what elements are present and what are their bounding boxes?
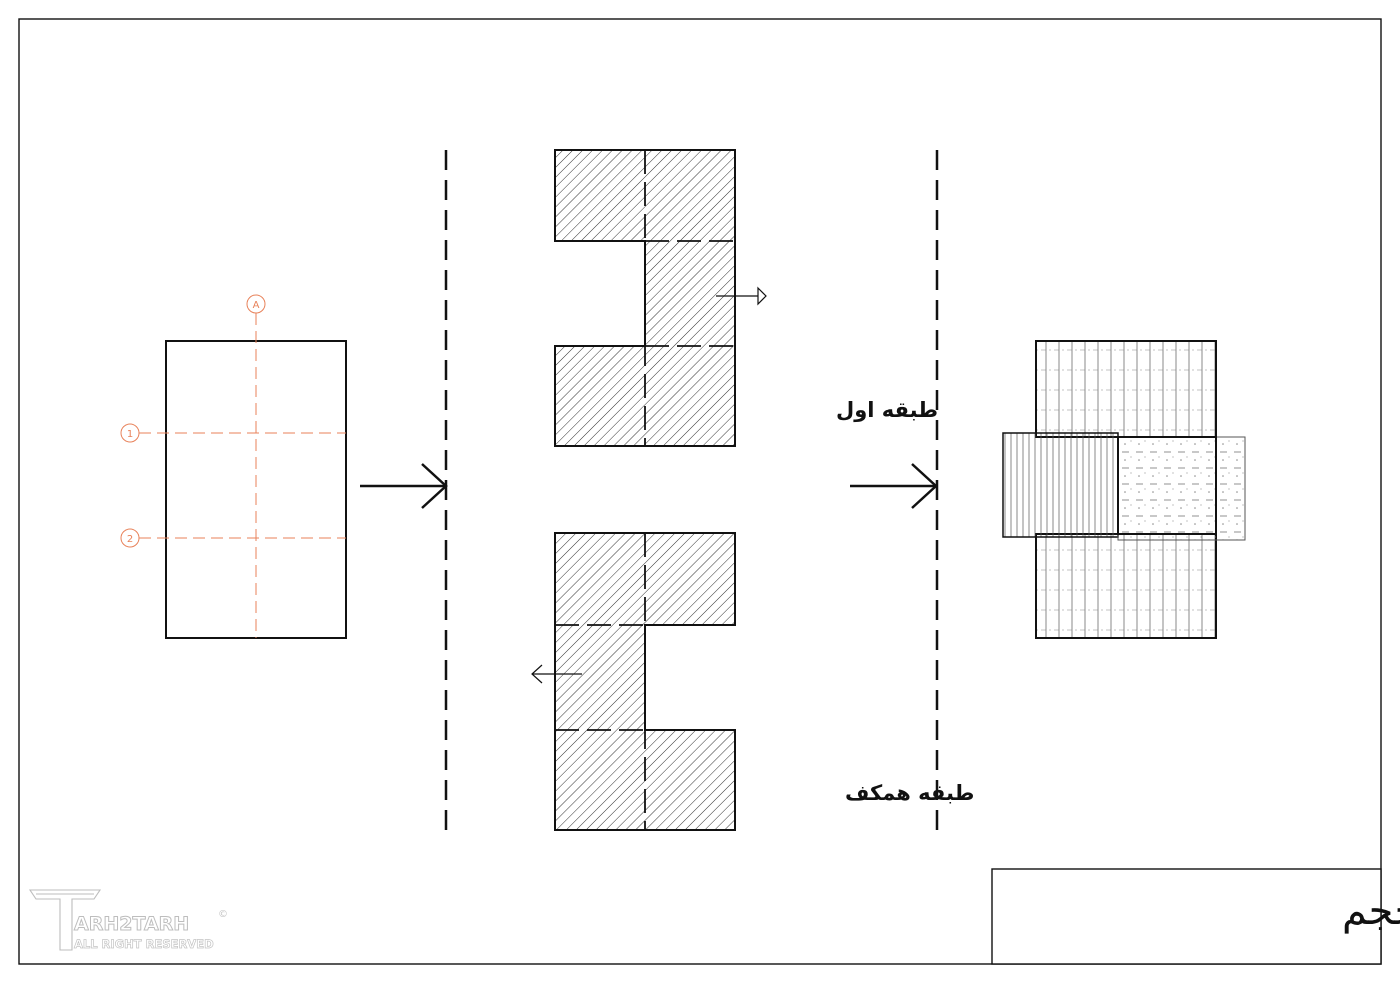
grid-bubble-2: 2 <box>120 528 140 548</box>
first-floor-label: طبقه اول <box>836 398 938 422</box>
process-arrow-1 <box>360 463 448 509</box>
grid-label-a: A <box>253 300 260 311</box>
massing-top-block <box>1035 340 1217 438</box>
shift-left-arrow <box>531 664 582 684</box>
logo-tagline: ALL RIGHT RESERVED <box>74 937 214 951</box>
grid-bubble-a: A <box>246 294 266 314</box>
stage-base-rectangle: A 1 2 <box>120 294 347 639</box>
massing-right-wing <box>1117 436 1246 541</box>
t-pillar-icon <box>28 889 102 951</box>
ground-floor-label: طبقه همکف <box>845 781 974 805</box>
sheet-border <box>18 18 1382 965</box>
first-floor-plan <box>554 149 767 447</box>
ground-floor-plan <box>531 532 736 831</box>
shift-right-arrow <box>716 286 767 306</box>
final-massing-plan <box>1002 340 1246 639</box>
logo-name: ARH2TARH <box>74 913 189 935</box>
massing-left-wing <box>1002 432 1119 538</box>
grid-label-1: 1 <box>127 429 133 440</box>
company-logo: ARH2TARH ALL RIGHT RESERVED © <box>28 889 228 951</box>
logo-copyright: © <box>218 909 228 920</box>
grid-bubble-1: 1 <box>120 423 140 443</box>
massing-bottom-block <box>1035 533 1217 639</box>
grid-label-2: 2 <box>127 534 133 545</box>
drawing-title: روند طراحی حجم <box>1342 888 1400 934</box>
title-block: روند طراحی حجم <box>991 868 1400 965</box>
process-arrow-2 <box>850 463 938 509</box>
